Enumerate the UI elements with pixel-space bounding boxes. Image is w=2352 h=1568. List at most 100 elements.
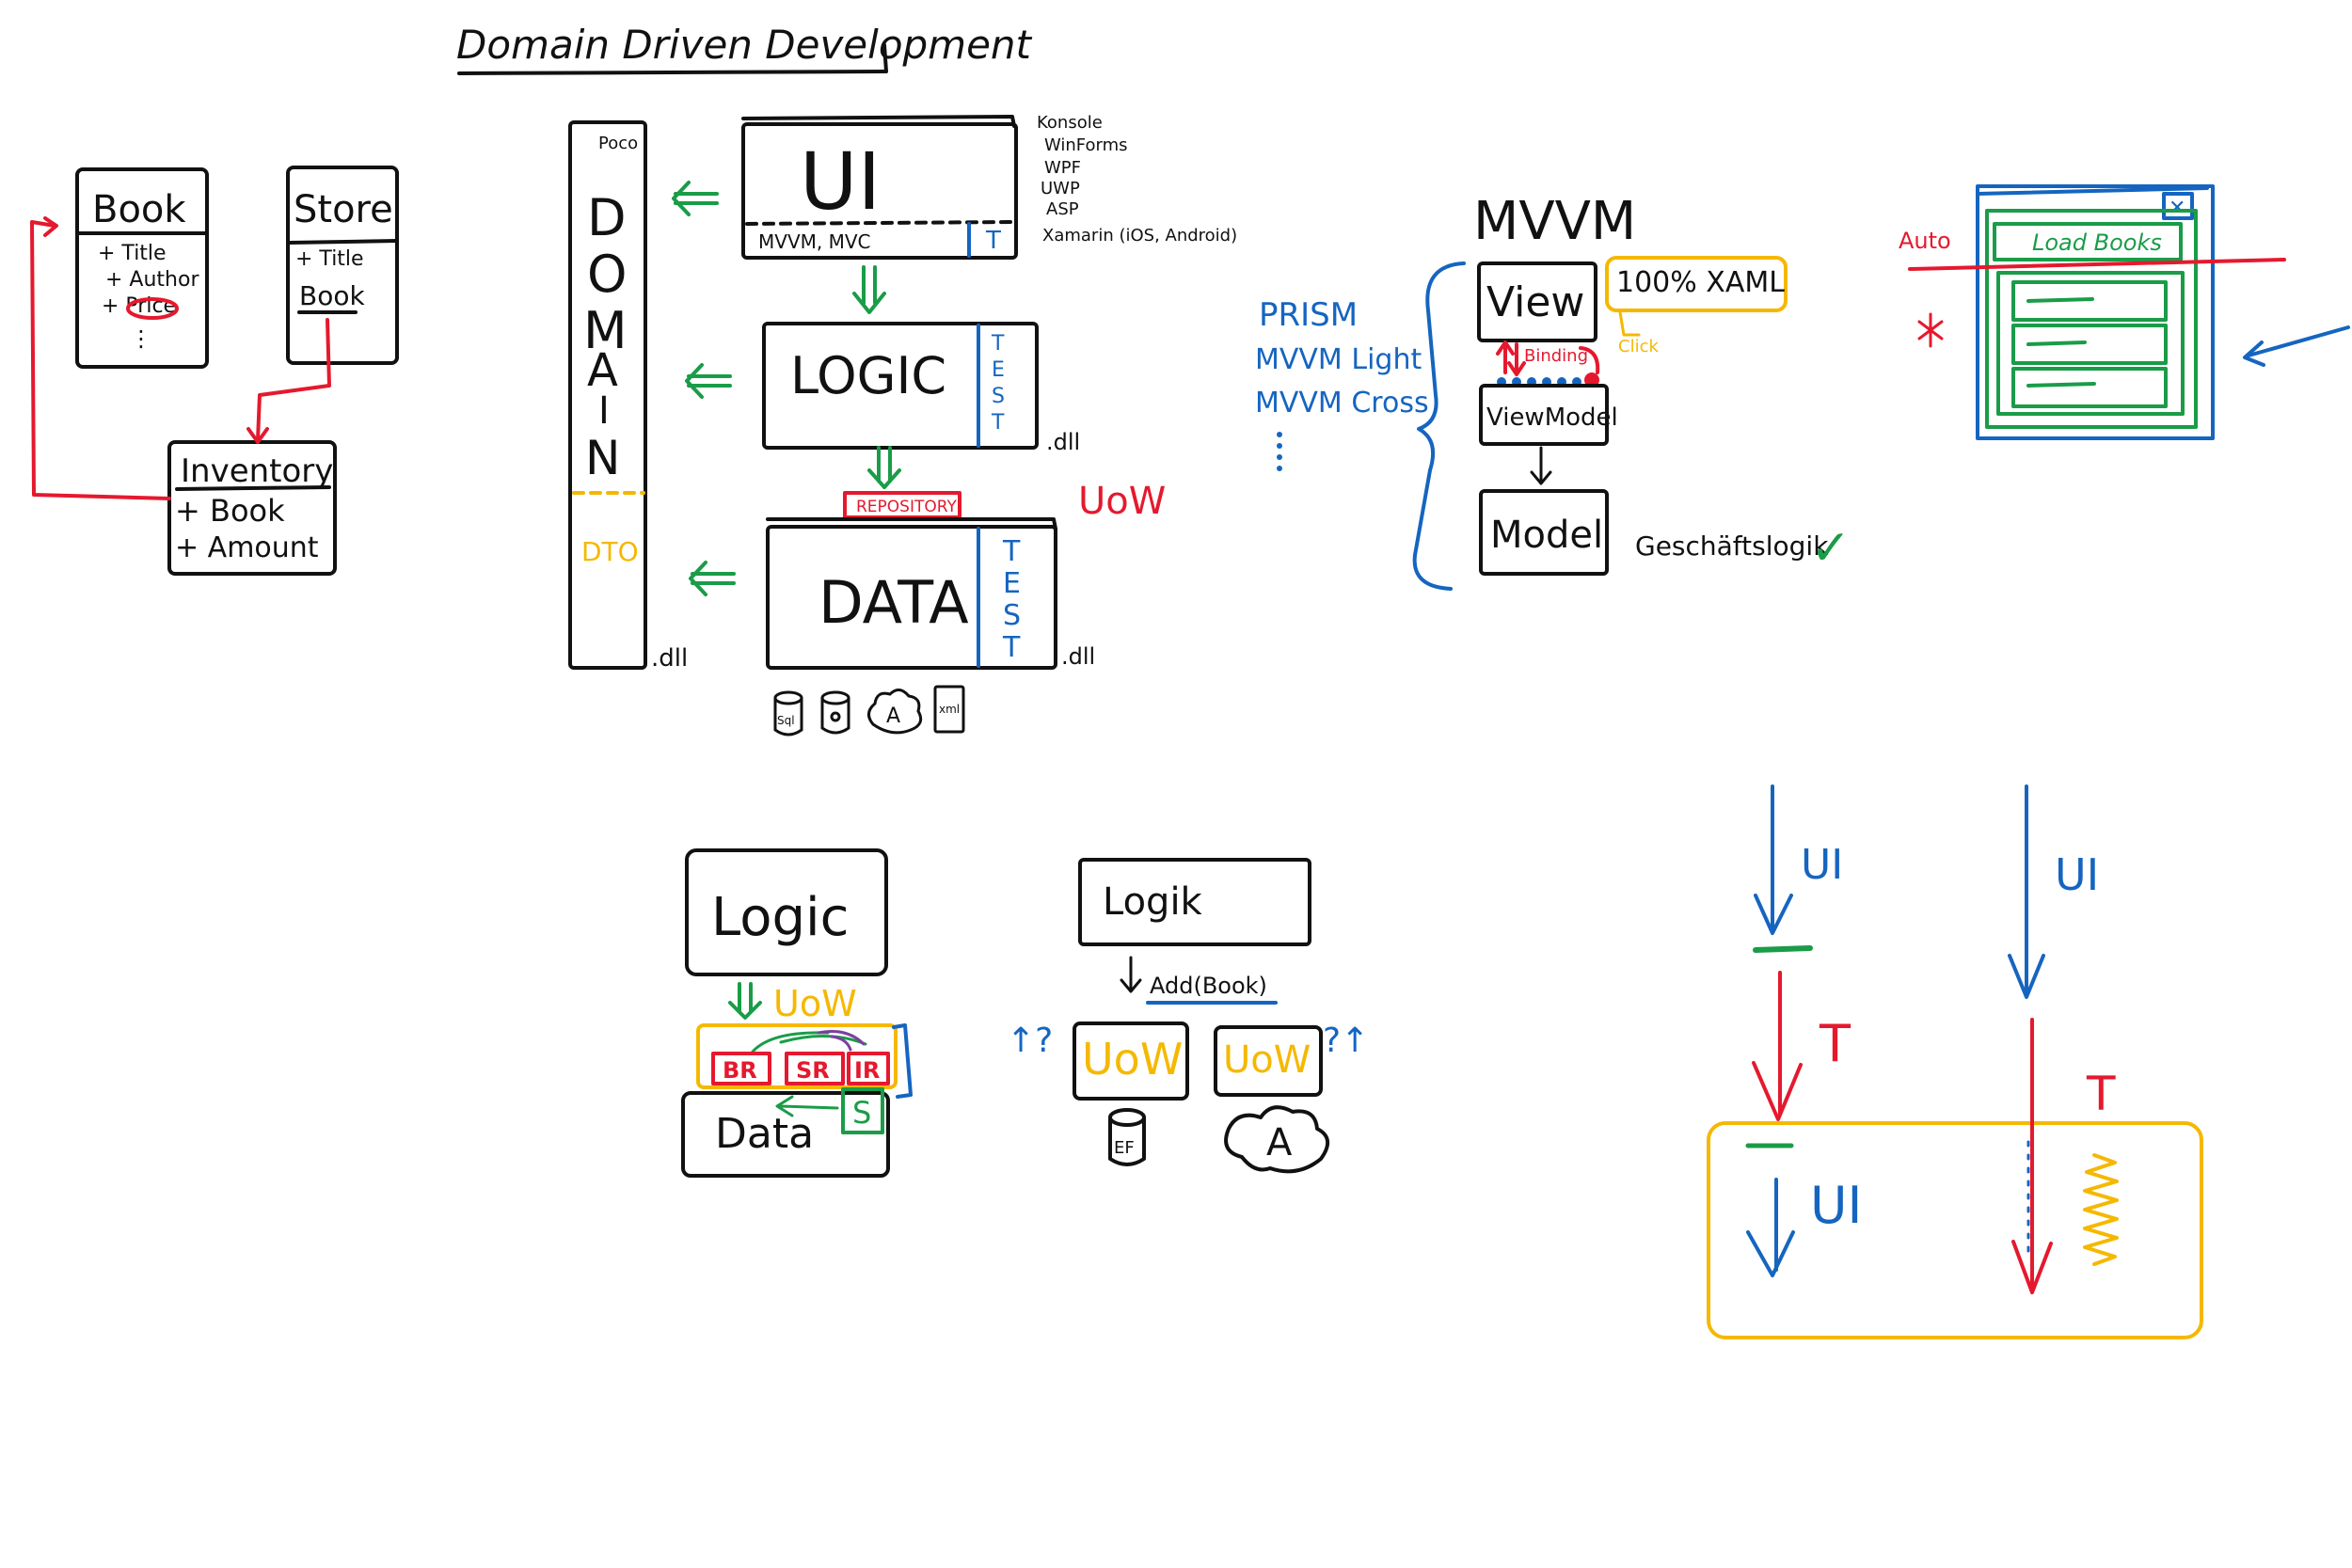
sql-database-icon: Sql (773, 690, 803, 736)
model-check: ✓ (1810, 520, 1851, 577)
xaml-box (1605, 256, 1788, 312)
ui-layer-box (741, 122, 1018, 260)
data-test-t2: T (1002, 631, 1021, 664)
domain-letter-o: O (587, 245, 628, 304)
architecture-diagram: Poco D O M A I N DTO .dll UI MVVM, MVC T… (568, 113, 1237, 736)
cloud-a-icon: A (867, 689, 923, 735)
green-arrow-ui-to-logic (852, 265, 886, 314)
ui-layer-pattern: MVVM, MVC (758, 230, 871, 253)
domain-dll-label: .dll (651, 644, 688, 673)
inventory-field-book: + Book (175, 493, 285, 529)
data-layer-box (766, 525, 1057, 670)
svg-text:Sql: Sql (777, 714, 795, 727)
repo-sr-label: SR (796, 1057, 830, 1084)
domain-letter-d: D (587, 188, 627, 247)
uow-right-box (1214, 1025, 1323, 1097)
flow-ui-label-2: UI (1810, 1176, 1862, 1235)
mockup-close-icon: ✕ (2169, 197, 2185, 220)
logic-dll-label: .dll (1046, 429, 1080, 455)
add-book-call: Add(Book) (1150, 973, 1267, 999)
book-field-title: + Title (98, 242, 167, 265)
auto-line (1908, 258, 2286, 271)
model-note: Geschäftslogik (1635, 531, 1829, 562)
price-strike-mark (126, 297, 179, 320)
data-dll-label: .dll (1061, 643, 1095, 670)
ui-target-xamarin: Xamarin (iOS, Android) (1042, 226, 1237, 245)
flow-t-arrow-2 (2011, 1018, 2053, 1294)
green-arrow-logic-to-domain (685, 363, 732, 399)
svg-text:A: A (886, 705, 900, 728)
uow-container-box (696, 1023, 898, 1089)
ef-database-icon: EF (1108, 1108, 1146, 1166)
uow-detail-diagram: Logic UoW BR SR IR Data S (681, 848, 913, 1178)
svg-text:A: A (1266, 1121, 1293, 1164)
book-field-more: ⋮ (130, 325, 152, 352)
flow-ui-arrow-3 (2008, 784, 2045, 999)
store-field-book: Book (299, 280, 365, 311)
uow-green-arrow (728, 982, 762, 1020)
domain-dto-label: DTO (581, 536, 639, 567)
domain-letter-n: N (585, 431, 620, 485)
flow-t-label-2: T (2086, 1067, 2116, 1121)
flow-diagram: UI T UI UI T (1707, 784, 2203, 1339)
ui-layer-name: UI (800, 135, 881, 228)
framework-mvvm-cross: MVVM Cross (1255, 387, 1429, 420)
xaml-label: 100% XAML (1616, 266, 1785, 299)
flow-t-arrow-1 (1752, 971, 1803, 1121)
domain-letter-m: M (583, 301, 628, 360)
uow-left-box (1073, 1022, 1189, 1101)
book-class-name: Book (92, 188, 186, 231)
viewmodel-label: ViewModel (1486, 404, 1618, 432)
mockup-list (1996, 271, 2185, 416)
view-box (1477, 261, 1597, 342)
inventory-field-amount: + Amount (175, 531, 319, 564)
domain-letter-a: A (587, 344, 618, 397)
ui-target-uwp: UWP (1041, 179, 1080, 198)
database-icon (820, 690, 850, 735)
repo-br-box (711, 1052, 771, 1085)
ui-target-konsole: Konsole (1037, 113, 1103, 133)
binding-label: Binding (1524, 346, 1588, 366)
flow-green-mark-1 (1753, 945, 1813, 953)
repository-label: REPOSITORY (856, 498, 957, 516)
flow-t-label-1: T (1819, 1014, 1851, 1073)
uow-left-label: UoW (1082, 1034, 1183, 1085)
window-mockup: ✕ Load Books Auto (1899, 184, 2350, 440)
mvvm-brace (1412, 261, 1466, 591)
ui-target-winforms: WinForms (1044, 135, 1128, 155)
repo-ir-label: IR (854, 1057, 880, 1084)
data-test-t1: T (1002, 535, 1021, 568)
flow-yellow-container (1707, 1121, 2203, 1339)
click-label: Click (1618, 337, 1659, 356)
model-label: Model (1490, 514, 1603, 557)
domain-letter-i: I (598, 389, 610, 433)
flow-ui-arrow-2 (1746, 1178, 1795, 1277)
green-arrow-data-to-domain (689, 561, 736, 596)
data-test-s: S (1003, 599, 1021, 632)
logik-detail-diagram: Logik Add(Book) ↑? UoW UoW ?↑ EF A (1007, 858, 1369, 1174)
green-arrow-logic-to-data (867, 446, 901, 489)
viewmodel-box (1479, 384, 1609, 446)
xml-file-icon: xml (933, 685, 965, 734)
inventory-class-name: Inventory (181, 452, 333, 490)
viewmodel-to-model-arrow (1530, 446, 1552, 485)
service-label: S (852, 1095, 871, 1131)
flow-ui-arrow-1 (1754, 784, 1793, 935)
mockup-content-area (1985, 209, 2198, 429)
question-left: ↑? (1007, 1022, 1053, 1060)
load-books-label: Load Books (2032, 230, 2162, 256)
load-books-button[interactable] (1993, 222, 2183, 261)
repo-ir-box (847, 1052, 890, 1085)
svg-text:EF: EF (1114, 1138, 1135, 1158)
data-test-e: E (1003, 567, 1021, 600)
uow-detail-label: UoW (773, 983, 857, 1024)
store-field-title: + Title (295, 247, 364, 271)
logic-test-s: S (992, 385, 1005, 408)
uow-label: UoW (1078, 480, 1166, 523)
mockup-close-box (2162, 192, 2194, 220)
green-arrow-ui-to-domain (672, 181, 719, 216)
auto-label: Auto (1899, 228, 1951, 254)
inventory-class-box (167, 440, 337, 576)
flow-yellow-spring (2083, 1153, 2119, 1266)
